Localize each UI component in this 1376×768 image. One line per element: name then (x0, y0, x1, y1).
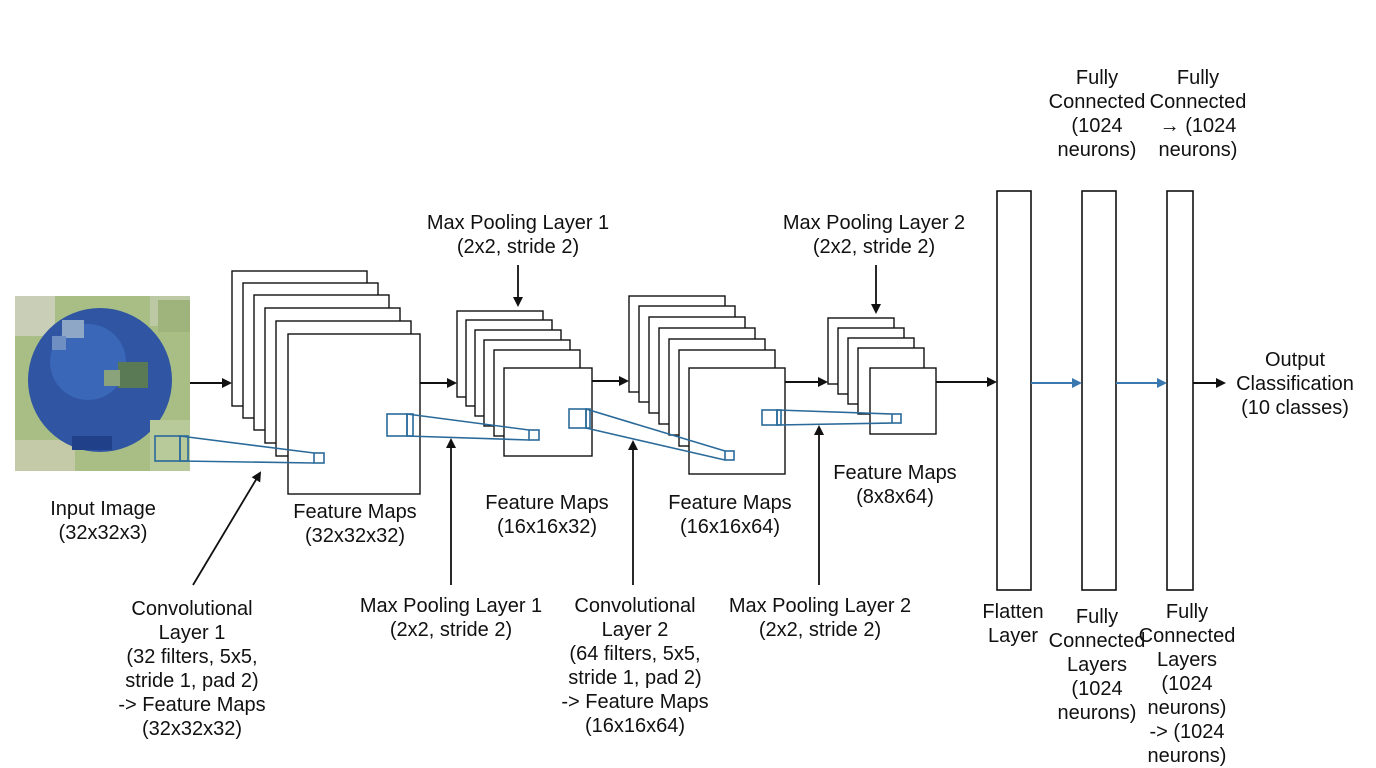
feature-maps-3-label: Feature Maps(16x16x64) (648, 491, 812, 539)
label-line: Max Pooling Layer 1 (426, 212, 610, 234)
label-line: Output (1264, 349, 1326, 371)
label-line: (8x8x64) (856, 486, 934, 508)
label-line: (32x32x32) (141, 718, 243, 740)
label-line: Max Pooling Layer 2 (728, 595, 912, 617)
flatten-layer-bar (996, 190, 1032, 591)
label-line: stride 1, pad 2) (568, 667, 702, 689)
label-line: (64 filters, 5x5, (569, 643, 701, 665)
max-pooling-2-top-label: Max Pooling Layer 2(2x2, stride 2) (764, 211, 984, 259)
label-line: Fully (1165, 601, 1209, 623)
feature-maps-2-label: Feature Maps(16x16x32) (465, 491, 629, 539)
label-line: Convolutional (574, 595, 696, 617)
feature-maps-4-label: Feature Maps(8x8x64) (812, 461, 978, 509)
label-line: Layer 1 (158, 622, 226, 644)
label-line: Fully (1075, 67, 1119, 89)
label-line: Fully (1176, 67, 1220, 89)
label-line: Connected (1149, 91, 1247, 113)
label-line: (2x2, stride 2) (758, 619, 882, 641)
label-line: -> Feature Maps (118, 694, 266, 716)
label-line: neurons) (1057, 139, 1137, 161)
label-line: -> Feature Maps (561, 691, 709, 713)
fc-layer-2-bar (1166, 190, 1194, 591)
label-line: Max Pooling Layer 1 (359, 595, 543, 617)
label-line: (10 classes) (1241, 397, 1349, 419)
flow-arrows (190, 376, 1226, 388)
label-line: Input Image (50, 498, 156, 520)
label-line: Layer 2 (601, 619, 669, 641)
label-line: Connected (1138, 625, 1236, 647)
label-line: neurons) (1147, 697, 1227, 719)
label-line: neurons) (1158, 139, 1238, 161)
feature-maps-1-stack (231, 270, 421, 495)
label-line: (16x16x64) (679, 516, 781, 538)
label-line: (32x32x3) (58, 522, 148, 544)
feature-maps-2-stack (456, 310, 593, 457)
label-line: -> (1024 (1149, 721, 1225, 743)
label-line: (1024 (1071, 678, 1123, 700)
fc-layer-1-bar (1081, 190, 1117, 591)
max-pooling-2-below-label: Max Pooling Layer 2(2x2, stride 2) (713, 594, 927, 642)
label-line: Fully (1075, 606, 1119, 628)
label-line: (32x32x32) (304, 525, 406, 547)
max-pooling-1-below-label: Max Pooling Layer 1(2x2, stride 2) (344, 594, 558, 642)
label-line: Feature Maps (485, 492, 609, 514)
label-line: neurons) (1057, 702, 1137, 724)
label-line: Flatten (982, 601, 1044, 623)
label-line: Connected (1048, 630, 1146, 652)
feature-maps-3-stack (628, 295, 786, 475)
input-image (15, 296, 190, 471)
max-pooling-1-top-label: Max Pooling Layer 1(2x2, stride 2) (408, 211, 628, 259)
label-line: Connected (1048, 91, 1146, 113)
label-line: neurons) (1147, 745, 1227, 767)
feature-maps-1-label: Feature Maps(32x32x32) (270, 500, 440, 548)
label-line: Classification (1236, 373, 1354, 395)
label-line: Feature Maps (293, 501, 417, 523)
label-line: Max Pooling Layer 2 (782, 212, 966, 234)
label-line: (2x2, stride 2) (812, 236, 936, 258)
feature-maps-4-stack (827, 317, 937, 435)
dense-layers (996, 190, 1194, 591)
label-line: stride 1, pad 2) (125, 670, 259, 692)
label-line: Layer (987, 625, 1039, 647)
input-image-label: Input Image(32x32x3) (30, 497, 176, 545)
label-line: Feature Maps (668, 492, 792, 514)
label-line: (1024 (1071, 115, 1123, 137)
pointer-arrows (192, 265, 881, 586)
label-line: (32 filters, 5x5, (126, 646, 258, 668)
label-line: Layers (1066, 654, 1128, 676)
label-line: → (1024 (1159, 115, 1237, 137)
label-line: (2x2, stride 2) (456, 236, 580, 258)
label-line: Layers (1156, 649, 1218, 671)
label-line: Feature Maps (833, 462, 957, 484)
label-line: (1024 (1161, 673, 1213, 695)
label-line: Convolutional (131, 598, 253, 620)
receptive-field-lines (154, 408, 902, 464)
label-line: (16x16x64) (584, 715, 686, 737)
label-line: (16x16x32) (496, 516, 598, 538)
label-line: (2x2, stride 2) (389, 619, 513, 641)
